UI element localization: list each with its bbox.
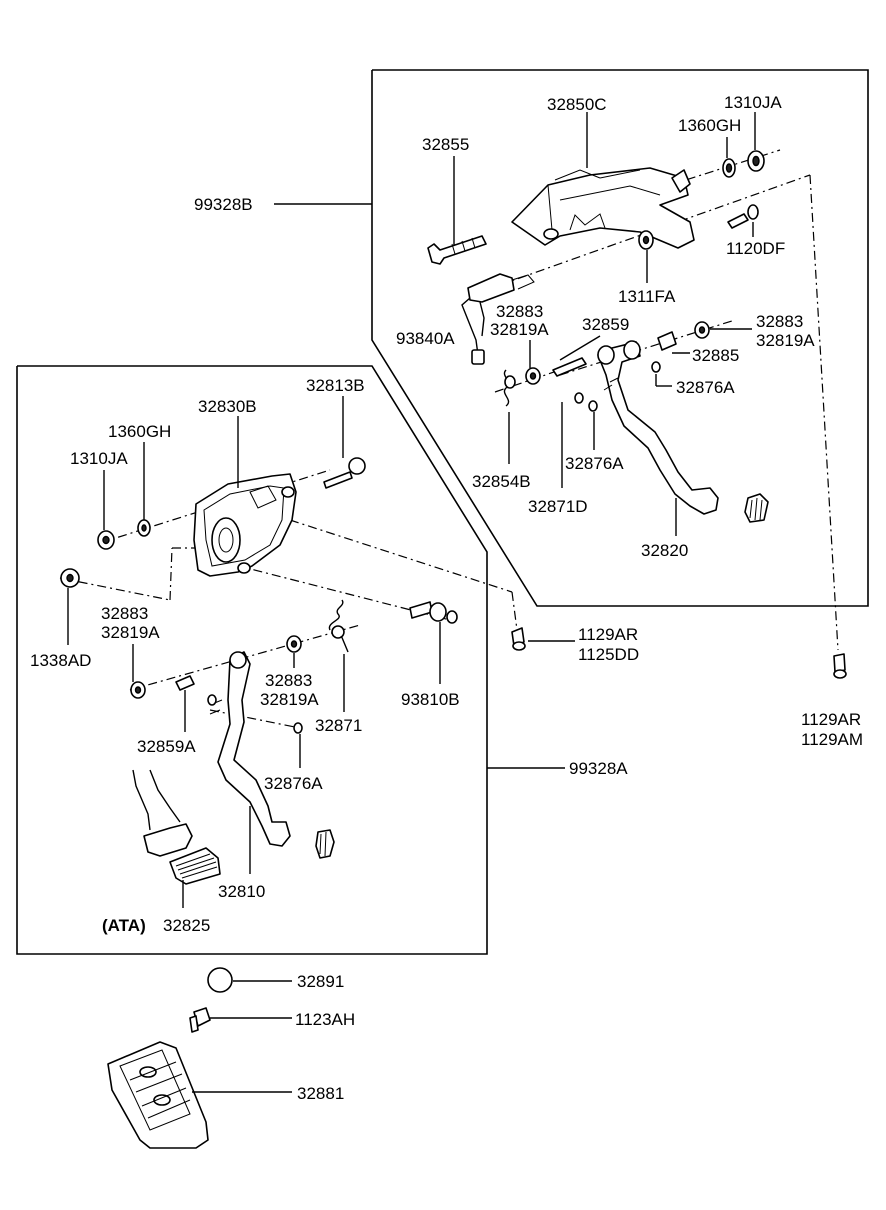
label-99328B: 99328B xyxy=(194,195,253,214)
label-32876A-right-2: 32876A xyxy=(565,454,624,473)
label-ata-prefix: (ATA) xyxy=(102,916,146,935)
label-32883-mid-center: 32883 xyxy=(265,671,312,690)
label-1311FA: 1311FA xyxy=(618,287,676,306)
label-32830B: 32830B xyxy=(198,397,257,416)
label-32891: 32891 xyxy=(297,972,344,991)
label-1125DD: 1125DD xyxy=(578,645,639,664)
label-32871: 32871 xyxy=(315,716,362,735)
label-32810: 32810 xyxy=(218,882,265,901)
label-32819A-top-left: 32819A xyxy=(490,320,549,339)
label-32855: 32855 xyxy=(422,135,469,154)
label-32885: 32885 xyxy=(692,346,739,365)
label-32883-top-left: 32883 xyxy=(496,302,543,321)
label-1129AR-mid: 1129AR xyxy=(578,625,638,644)
label-1123AH: 1123AH xyxy=(295,1010,355,1029)
label-93840A: 93840A xyxy=(396,329,455,348)
label-1310JA-top: 1310JA xyxy=(724,93,782,112)
lower-bracket-assembly xyxy=(59,457,847,885)
label-32883-top-right: 32883 xyxy=(756,312,803,331)
label-32871D: 32871D xyxy=(528,497,588,516)
leader-lines xyxy=(67,112,756,1093)
label-32820: 32820 xyxy=(641,541,688,560)
label-99328A: 99328A xyxy=(569,759,628,778)
label-32859: 32859 xyxy=(582,315,629,334)
label-32883-mid-left: 32883 xyxy=(101,604,148,623)
label-32825: 32825 xyxy=(163,916,210,935)
label-32881: 32881 xyxy=(297,1084,344,1103)
label-32876A-right-1: 32876A xyxy=(676,378,735,397)
label-1120DF: 1120DF xyxy=(726,239,785,258)
label-32876A-mid: 32876A xyxy=(264,774,323,793)
upper-assembly-frame xyxy=(371,69,869,607)
label-1360GH-left: 1360GH xyxy=(108,422,171,441)
label-1129AM: 1129AM xyxy=(801,730,863,749)
label-1360GH-top: 1360GH xyxy=(678,116,741,135)
label-1310JA-left: 1310JA xyxy=(70,449,128,468)
lower-assembly-frame xyxy=(16,365,488,955)
label-1338AD: 1338AD xyxy=(30,651,91,670)
accelerator-pedal-group xyxy=(107,967,233,1149)
label-32850C: 32850C xyxy=(547,95,607,114)
label-32819A-mid-left: 32819A xyxy=(101,623,160,642)
label-1129AR-right: 1129AR xyxy=(801,710,861,729)
label-32819A-mid-center: 32819A xyxy=(260,690,319,709)
upper-bracket-assembly xyxy=(427,149,839,651)
label-32813B: 32813B xyxy=(306,376,365,395)
label-32819A-top-right: 32819A xyxy=(756,331,815,350)
label-32854B: 32854B xyxy=(472,472,531,491)
label-93810B: 93810B xyxy=(401,690,460,709)
label-32859A: 32859A xyxy=(137,737,196,756)
part-labels: 32850C 1310JA 1360GH 32855 99328B 1120DF… xyxy=(30,93,863,1103)
